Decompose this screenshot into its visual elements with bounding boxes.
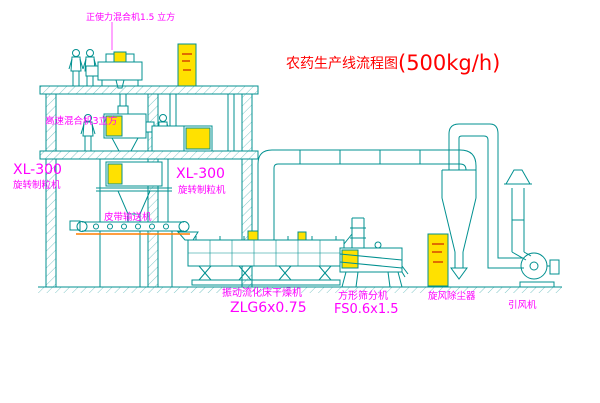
label-dryer-model: ZLG6x0.75 <box>230 300 307 316</box>
fluid-bed-dryer <box>187 230 345 286</box>
label-sieve-name: 方形筛分机 <box>338 289 388 302</box>
label-dryer-name: 振动流化床干燥机 <box>222 286 302 299</box>
label-granulator-mid-model: XL-300 <box>176 166 225 182</box>
exhaust-stack <box>504 169 532 261</box>
force-mixer <box>85 51 143 89</box>
label-high-speed-mixer: 高速混合机3立方 <box>45 115 118 127</box>
exhaust-duct <box>257 149 477 240</box>
ground-line <box>38 286 562 293</box>
sieve-machine <box>339 241 409 288</box>
label-force-mixer: 正使力混合机1.5 立方 <box>86 11 175 23</box>
label-belt-conveyor: 皮带输送机 <box>104 211 152 223</box>
label-sieve-model: FS0.6x1.5 <box>334 302 399 317</box>
control-cabinet-upper <box>177 43 197 87</box>
granulator-left <box>96 159 172 223</box>
worker-figure <box>68 49 84 87</box>
cyclone-separator <box>441 123 524 280</box>
granulator-mid <box>151 94 213 152</box>
label-cyclone: 旋风除尘器 <box>428 290 476 302</box>
induced-draft-fan <box>519 252 560 288</box>
control-cabinet-lower <box>427 233 449 287</box>
high-speed-mixer <box>103 94 155 152</box>
riser-pipe <box>227 94 235 151</box>
title-name: 农药生产线流程图 <box>286 56 398 72</box>
drawing-title: 农药生产线流程图 (500kg/h) <box>286 51 500 75</box>
label-granulator-left-model: XL-300 <box>13 162 62 178</box>
label-granulator-left-name: 旋转制粒机 <box>13 179 61 191</box>
cabinet-text-marks <box>182 53 192 71</box>
label-granulator-mid-name: 旋转制粒机 <box>178 184 226 196</box>
cabinet-text-marks <box>432 243 444 263</box>
label-fan: 引风机 <box>508 299 537 311</box>
belt-conveyor <box>69 220 199 287</box>
sieve-feed-duct <box>343 217 366 248</box>
title-capacity: (500kg/h) <box>398 51 500 75</box>
